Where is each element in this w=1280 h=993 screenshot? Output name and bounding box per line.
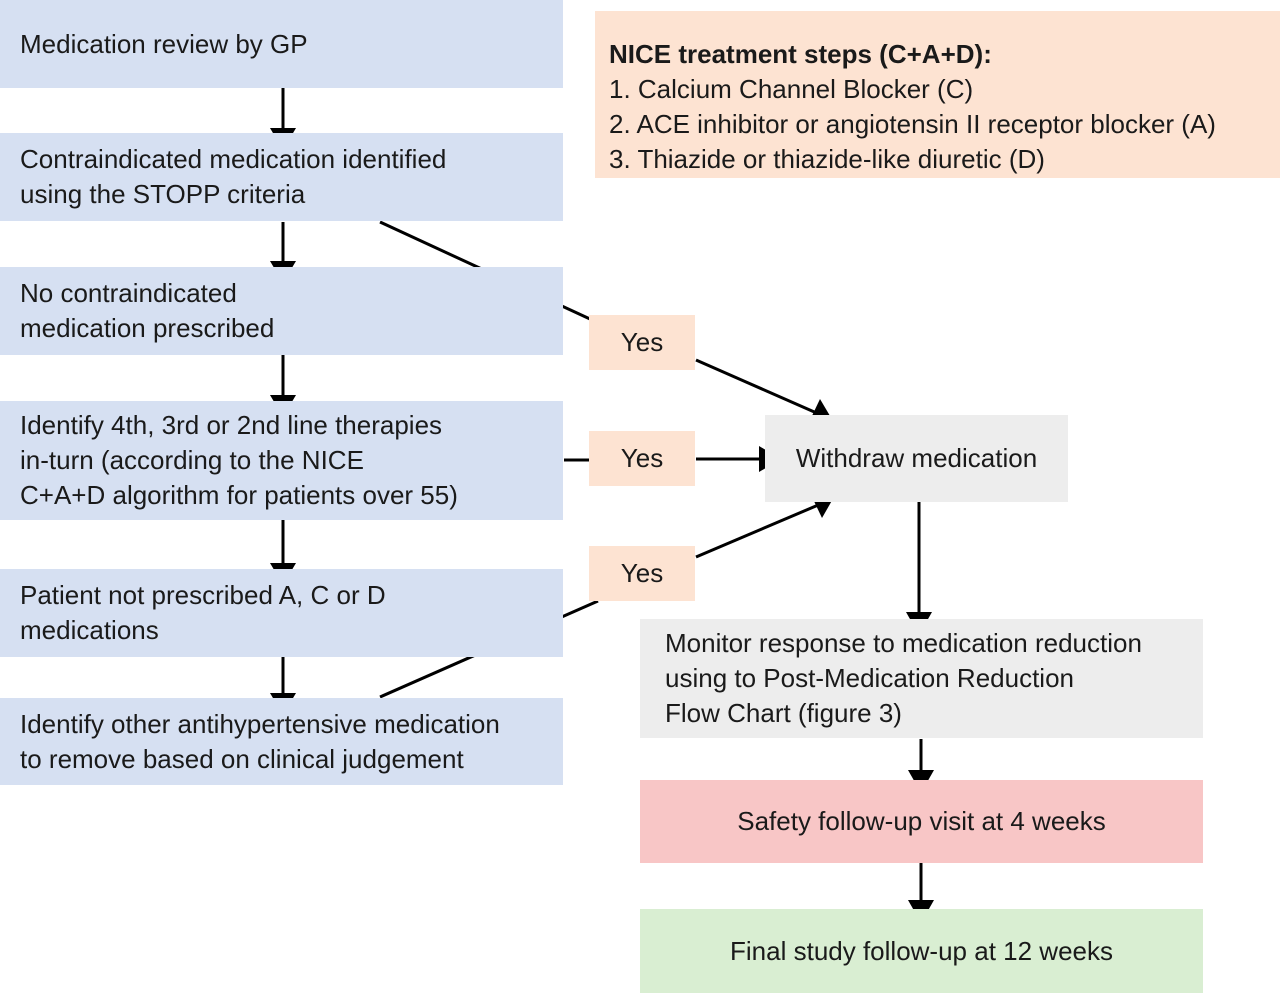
step-medication-review: Medication review by GP — [0, 0, 563, 88]
final-follow-up-box: Final study follow-up at 12 weeks — [640, 909, 1203, 993]
arrowhead — [812, 497, 834, 518]
monitor-response-box: Monitor response to medication reduction… — [640, 619, 1203, 738]
step-text: using the STOPP criteria — [20, 179, 306, 209]
yes-label-therapies: Yes — [589, 431, 695, 486]
safety-follow-up-box: Safety follow-up visit at 4 weeks — [640, 780, 1203, 863]
nice-item: 2. ACE inhibitor or angiotensin II recep… — [609, 109, 1216, 139]
step-text: to remove based on clinical judgement — [20, 743, 464, 774]
final-text: Final study follow-up at 12 weeks — [730, 935, 1113, 966]
nice-item: 1. Calcium Channel Blocker (C) — [609, 74, 974, 104]
yes-label-contraindicated: Yes — [589, 315, 695, 370]
yes-text: Yes — [620, 443, 664, 473]
step-identify-other: Identify other antihypertensive medicati… — [0, 698, 563, 785]
withdraw-medication-box: Withdraw medication — [765, 415, 1068, 502]
step-text: in-turn (according to the NICE — [20, 445, 364, 475]
nice-item: 3. Thiazide or thiazide-like diuretic (D… — [609, 144, 1045, 174]
step-text: medications — [20, 615, 159, 645]
step-identify-therapies: Identify 4th, 3rd or 2nd line therapies … — [0, 401, 563, 520]
step-text: Identify 4th, 3rd or 2nd line therapies — [20, 410, 443, 440]
step-text: medication prescribed — [20, 313, 275, 343]
step-text: Medication review by GP — [20, 28, 308, 59]
monitor-text: Monitor response to medication reduction — [665, 628, 1142, 658]
yes-text: Yes — [620, 558, 664, 588]
step-not-prescribed: Patient not prescribed A, C or D medicat… — [0, 569, 563, 657]
nice-title: NICE treatment steps (C+A+D): — [609, 39, 992, 69]
monitor-text: using to Post-Medication Reduction — [665, 663, 1075, 693]
step-text: Identify other antihypertensive medicati… — [20, 708, 500, 739]
monitor-text: Flow Chart (figure 3) — [665, 698, 902, 728]
arrow-yes3-to-withdraw — [695, 498, 831, 559]
safety-text: Safety follow-up visit at 4 weeks — [737, 806, 1106, 836]
step-text: No contraindicated — [20, 278, 237, 308]
yes-text: Yes — [620, 327, 664, 357]
step-text: Contraindicated medication identified — [20, 144, 447, 174]
step-no-contraindicated: No contraindicated medication prescribed — [0, 267, 563, 355]
arrow-yes1-to-withdraw — [695, 358, 829, 420]
nice-treatment-steps-box: NICE treatment steps (C+A+D): 1. Calcium… — [595, 11, 1280, 178]
step-text: C+A+D algorithm for patients over 55) — [20, 480, 458, 510]
step-text: Patient not prescribed A, C or D — [20, 580, 386, 610]
withdraw-text: Withdraw medication — [795, 443, 1038, 473]
step-contraindicated-identified: Contraindicated medication identified us… — [0, 133, 563, 221]
yes-label-other: Yes — [589, 546, 695, 601]
